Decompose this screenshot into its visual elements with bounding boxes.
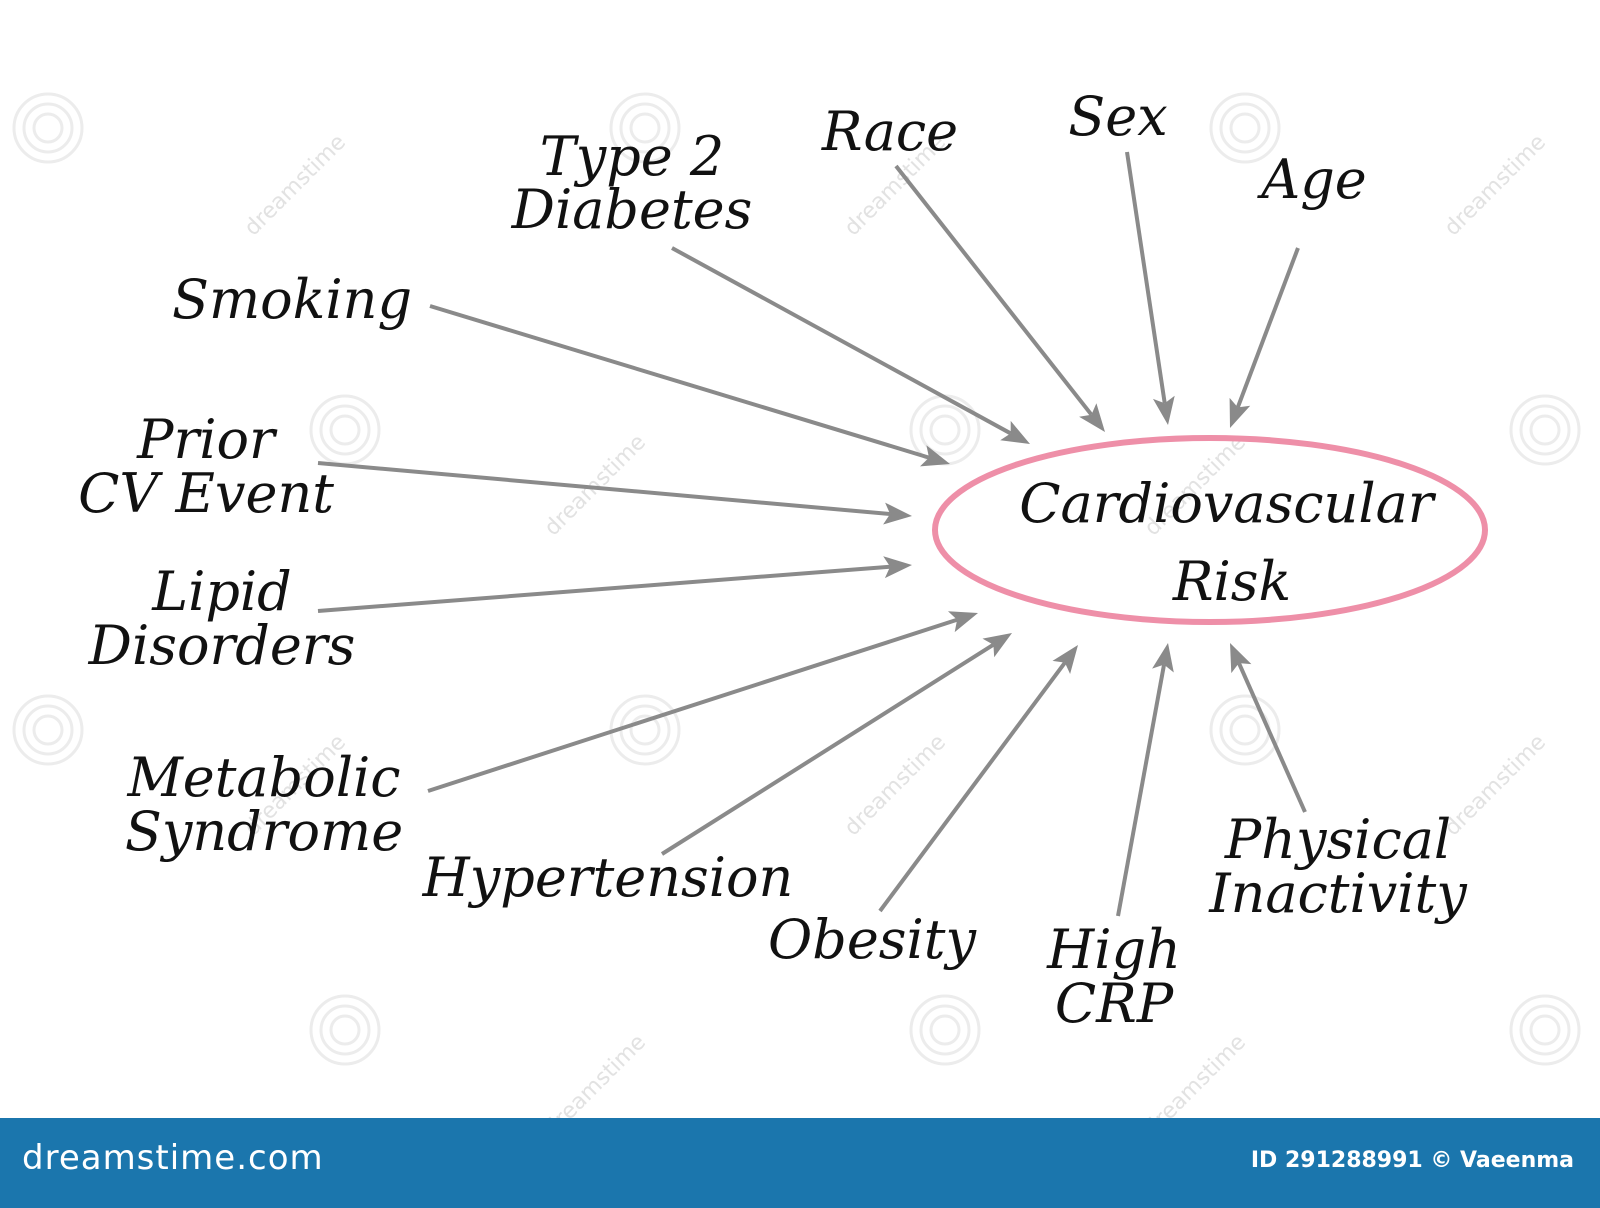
factor-label-line: Physical (1224, 808, 1451, 871)
factor-label-line: Sex (1068, 85, 1167, 148)
arrow-shaft (317, 564, 891, 613)
factor-label-line: CRP (1055, 972, 1175, 1035)
factor-label-line: Hypertension (422, 846, 794, 909)
factor-label-race: Race (821, 100, 958, 163)
factor-label-line: Diabetes (511, 178, 753, 241)
factor-label-line: Obesity (768, 908, 977, 971)
watermark-logo (909, 994, 981, 1066)
arrow-high-crp (1116, 643, 1174, 917)
arrow-shaft (894, 164, 1093, 416)
factor-label-line: Inactivity (1208, 862, 1468, 925)
factor-label-age: Age (1256, 148, 1367, 211)
watermark-logo (12, 92, 84, 164)
watermark-text: dreamstime (1140, 1030, 1251, 1118)
watermark-logo (1509, 994, 1581, 1066)
arrow-head (948, 611, 978, 633)
watermark-text: dreamstime (540, 1030, 651, 1118)
factor-label-line: CV Event (78, 462, 334, 525)
arrow-head (1230, 643, 1252, 674)
arrow-shaft (429, 304, 930, 460)
arrow-shaft (427, 617, 958, 793)
factor-label-smoking: Smoking (172, 268, 412, 331)
factor-label-line: Smoking (172, 268, 412, 331)
factor-label-line: Race (821, 100, 958, 163)
arrow-shaft (671, 246, 1012, 436)
arrow-shaft (317, 461, 891, 517)
factor-label-line: Lipid (151, 560, 292, 623)
arrow-prior-cv-event (317, 461, 912, 525)
arrow-head (883, 502, 912, 525)
footer-image-id: ID 291288991 © Vaeenma (1250, 1148, 1574, 1173)
cardiovascular-risk-diagram: dreamstime dreamstime dreamstime dreamstime… (12, 85, 1581, 1118)
arrow-head (1000, 420, 1030, 444)
arrow-head (1152, 643, 1174, 673)
watermark-logo (309, 394, 381, 466)
arrow-shaft (1125, 151, 1167, 404)
arrow-head (1079, 403, 1105, 432)
center-label-line: Cardiovascular (1019, 472, 1437, 535)
factor-label-obesity: Obesity (768, 908, 977, 971)
arrow-metabolic-syndrome (427, 611, 978, 793)
arrow-head (1229, 397, 1251, 428)
arrow-shaft (878, 661, 1067, 913)
center-label: Cardiovascular Risk (1019, 472, 1451, 613)
arrow-shaft (1116, 664, 1167, 917)
watermark-logo (1209, 92, 1281, 164)
center-label-line: Risk (1172, 550, 1291, 613)
factor-label-line: High (1046, 918, 1181, 981)
watermark-text: dreamstime (1440, 730, 1551, 841)
arrow-age (1229, 247, 1300, 428)
factor-label-sex: Sex (1068, 85, 1167, 148)
arrow-sex (1125, 151, 1175, 425)
arrow-hypertension (660, 633, 1012, 856)
factor-label-line: Age (1256, 148, 1367, 211)
arrow-layer (317, 151, 1307, 917)
watermark-logo (12, 694, 84, 766)
factor-label-line: Disorders (88, 614, 356, 677)
watermark-text: dreamstime (840, 730, 951, 841)
arrow-obesity (878, 645, 1078, 913)
factor-label-line: Syndrome (125, 800, 403, 863)
risk-ellipse (932, 435, 1488, 625)
footer-bar: dreamstime.com ID 291288991 © Vaeenma (0, 1118, 1600, 1208)
arrow-head (1153, 395, 1175, 425)
watermark-logo (309, 994, 381, 1066)
arrow-head (920, 445, 950, 467)
factor-label-hypertension: Hypertension (422, 846, 794, 909)
arrow-physical-inactivity (1230, 643, 1307, 813)
arrow-race (894, 164, 1105, 432)
arrow-shaft (1235, 247, 1300, 409)
factor-label-line: Type 2 (540, 125, 725, 188)
watermark-text: dreamstime (1440, 130, 1551, 241)
arrow-head (1052, 645, 1078, 674)
arrow-lipid-disorders (317, 556, 912, 613)
arrow-smoking (429, 304, 950, 467)
watermark-logo (609, 92, 681, 164)
arrow-shaft (660, 643, 995, 856)
footer-brand: dreamstime.com (22, 1138, 324, 1178)
watermark-text: dreamstime (240, 130, 351, 241)
factor-label-line: Prior (136, 408, 278, 471)
watermark-logo (1509, 394, 1581, 466)
arrow-head (883, 556, 912, 579)
arrow-head (982, 633, 1012, 658)
arrow-type2-diabetes (671, 246, 1030, 444)
arrow-shaft (1237, 662, 1307, 813)
factor-label-line: Metabolic (126, 746, 400, 809)
